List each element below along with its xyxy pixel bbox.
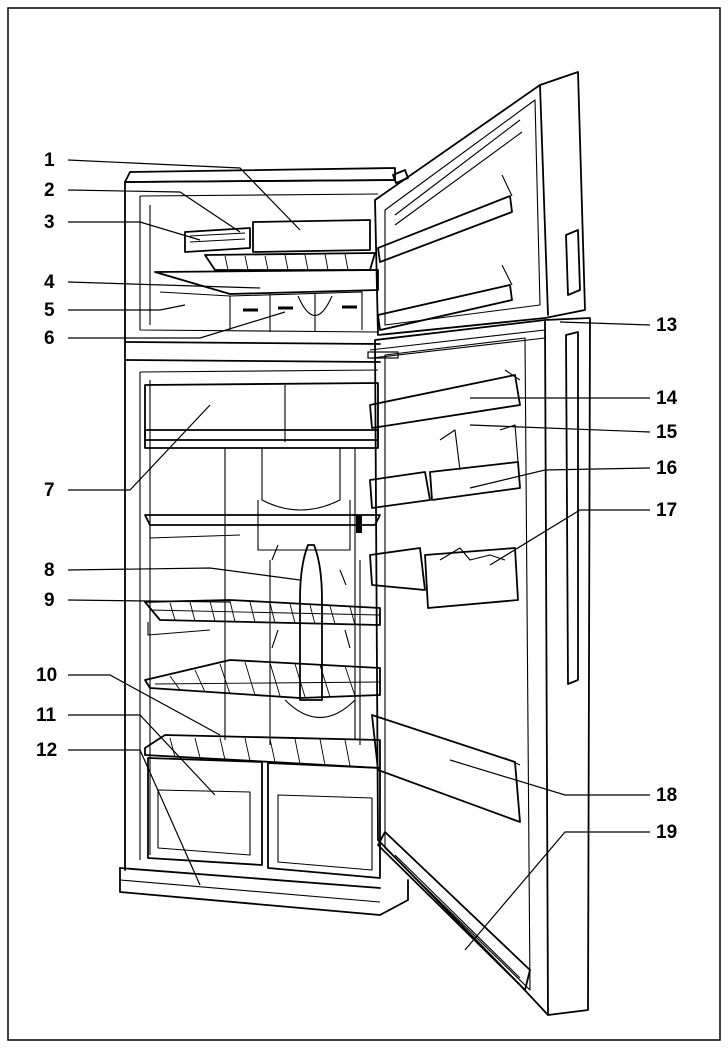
- fridge-door: [367, 317, 591, 1016]
- callout-19: 19: [656, 822, 677, 843]
- callout-13: 13: [656, 315, 677, 336]
- callout-5: 5: [44, 300, 55, 321]
- callout-7: 7: [44, 480, 55, 501]
- callout-10: 10: [36, 665, 57, 686]
- callout-6: 6: [44, 328, 55, 349]
- fridge-compartment: [144, 382, 381, 879]
- callout-18: 18: [656, 785, 677, 806]
- callout-11: 11: [36, 705, 57, 726]
- callout-8: 8: [44, 560, 55, 581]
- leader-lines: [67, 159, 651, 951]
- callout-labels: 1 2 3 4 5 6 7 8 9 10 11 12 13 14 15 16 1…: [36, 150, 678, 843]
- callout-15: 15: [656, 422, 678, 443]
- callout-14: 14: [656, 388, 678, 409]
- callout-16: 16: [656, 458, 677, 479]
- callout-3: 3: [44, 212, 55, 233]
- page-border: [7, 7, 721, 1041]
- callout-2: 2: [44, 180, 55, 201]
- callout-9: 9: [44, 590, 55, 611]
- freezer-door: [374, 71, 586, 336]
- callout-4: 4: [44, 272, 55, 293]
- callout-17: 17: [656, 500, 677, 521]
- callout-1: 1: [44, 150, 55, 171]
- callout-12: 12: [36, 740, 57, 761]
